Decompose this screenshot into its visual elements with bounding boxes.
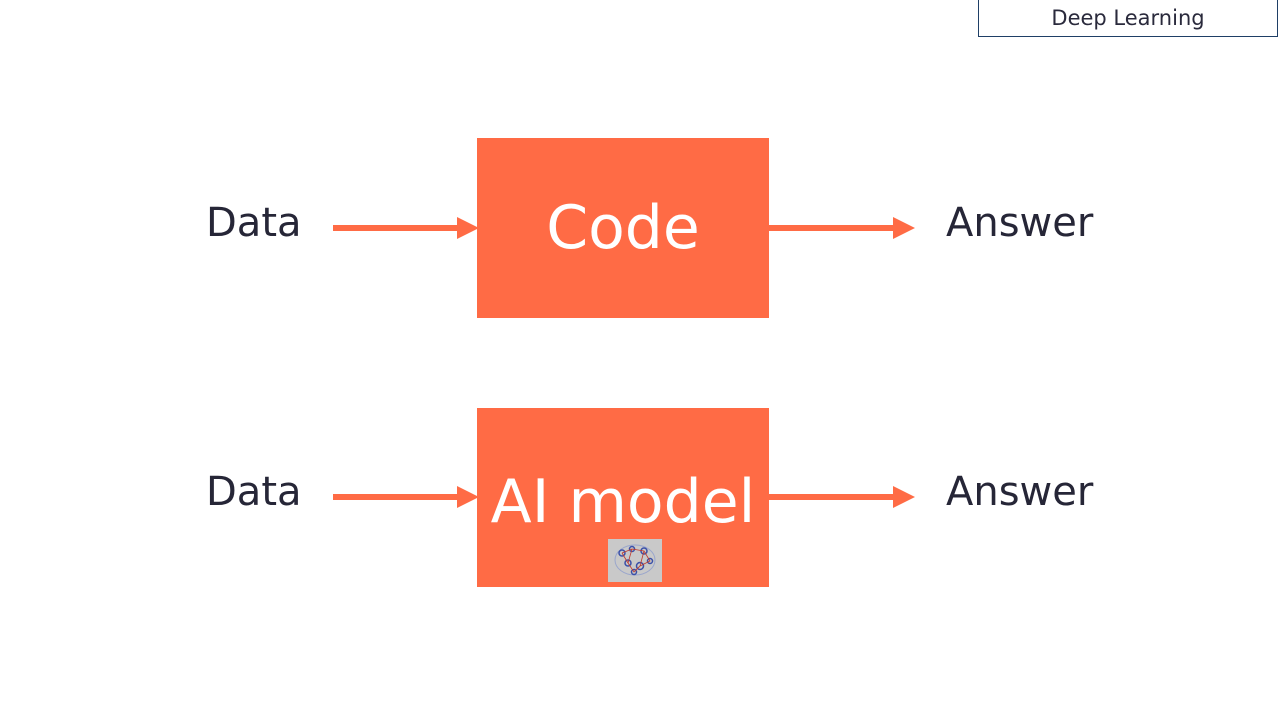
answer-label-row1: Answer: [946, 200, 1094, 246]
deep-learning-tag: Deep Learning: [978, 0, 1278, 37]
arrow-right-icon: [333, 486, 479, 508]
arrow-right-icon: [769, 486, 915, 508]
data-label-row1: Data: [206, 200, 302, 246]
code-box: Code: [477, 138, 769, 318]
arrow-right-icon: [333, 217, 479, 239]
neural-network-sketch-icon: [608, 539, 662, 582]
data-label-row2: Data: [206, 469, 302, 515]
arrow-right-icon: [769, 217, 915, 239]
ai-model-box-label: AI model: [490, 467, 756, 537]
answer-label-row2: Answer: [946, 469, 1094, 515]
code-box-label: Code: [546, 193, 700, 263]
